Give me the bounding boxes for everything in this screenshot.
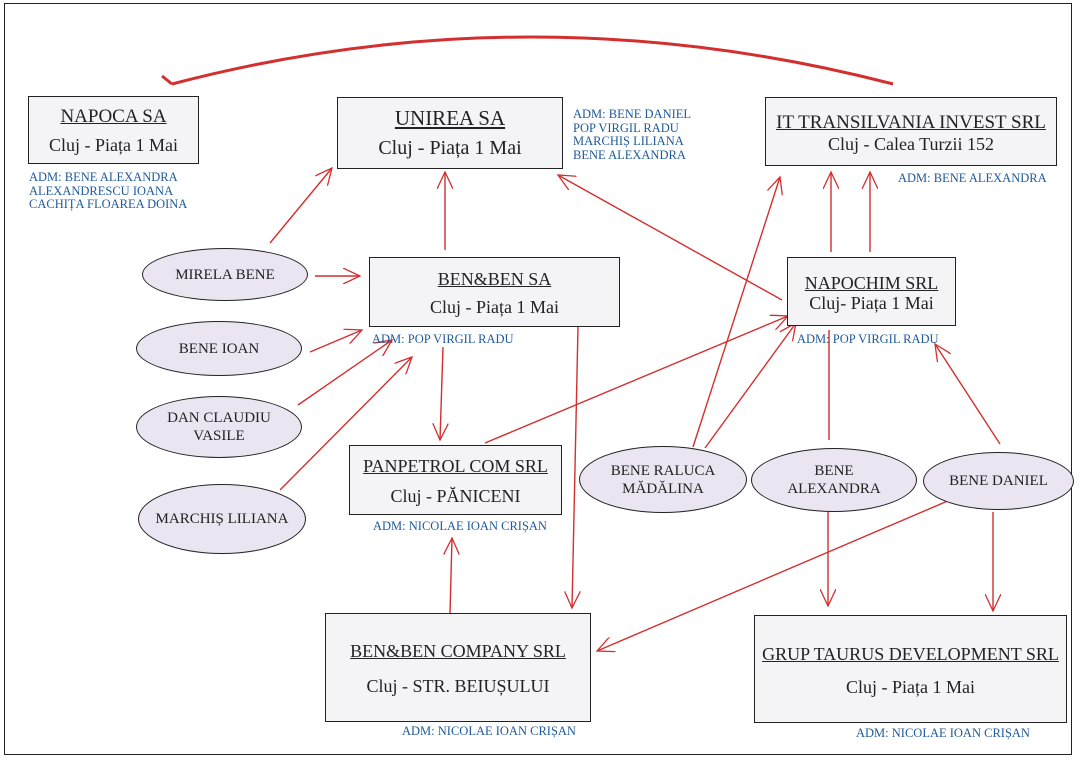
company-name: NAPOCHIM SRL — [804, 273, 939, 293]
arrow-panpetrol-napochim — [484, 316, 788, 444]
person-name-line: DAN CLAUDIU — [167, 410, 271, 426]
arrow-raluca-it — [692, 177, 780, 448]
person-name: BENE DANIEL — [949, 473, 1048, 489]
company-benben-sa: BEN&BEN SA Cluj - Piața 1 Mai — [369, 257, 620, 327]
company-unirea: UNIREA SA Cluj - Piața 1 Mai — [337, 97, 563, 169]
company-location: Cluj - Piața 1 Mai — [378, 137, 522, 159]
company-it-transilvania: IT TRANSILVANIA INVEST SRL Cluj - Calea … — [765, 97, 1057, 166]
adm-line: ADM: NICOLAE IOAN CRIȘAN — [373, 519, 547, 533]
arrow-daniel-company — [597, 496, 958, 651]
company-location: Cluj - Piața 1 Mai — [846, 677, 975, 697]
adm-line: ALEXANDRESCU IOANA — [29, 183, 174, 198]
company-location: Cluj- Piața 1 Mai — [809, 293, 934, 313]
arrow-raluca-napochim — [704, 323, 796, 449]
arc-napoca-it — [171, 35, 894, 86]
adm-line: POP VIRGIL RADU — [573, 120, 679, 135]
person-bene-daniel: BENE DANIEL — [923, 452, 1074, 510]
adm-line: MARCHIȘ LILIANA — [573, 134, 684, 148]
adm-benben-company: ADM: NICOLAE IOAN CRIȘAN — [402, 724, 576, 739]
adm-napoca: ADM: BENE ALEXANDRA ALEXANDRESCU IOANA C… — [29, 170, 188, 212]
company-location: Cluj - Piața 1 Mai — [49, 135, 178, 155]
adm-line: ADM: BENE ALEXANDRA — [29, 170, 178, 184]
adm-it-transilvania: ADM: BENE ALEXANDRA — [898, 171, 1047, 186]
company-name: IT TRANSILVANIA INVEST SRL — [776, 112, 1046, 133]
company-location: Cluj - STR. BEIUȘULUI — [366, 676, 550, 696]
person-name-line: ALEXANDRA — [787, 481, 881, 497]
adm-line: BENE ALEXANDRA — [573, 147, 686, 162]
company-grup-taurus: GRUP TAURUS DEVELOPMENT SRL Cluj - Piața… — [754, 615, 1067, 723]
arrow-marchis-benben — [279, 357, 412, 491]
company-name: GRUP TAURUS DEVELOPMENT SRL — [762, 644, 1059, 664]
adm-line: CACHIȚA FLOAREA DOINA — [29, 197, 188, 211]
adm-line: ADM: BENE DANIEL — [573, 107, 692, 121]
company-benben-company: BEN&BEN COMPANY SRL Cluj - STR. BEIUȘULU… — [325, 613, 591, 722]
person-marchis-liliana: MARCHIȘ LILIANA — [138, 484, 306, 554]
person-name-line: VASILE — [193, 428, 245, 444]
person-name-line: MĂDĂLINA — [622, 480, 704, 497]
company-napochim: NAPOCHIM SRL Cluj- Piața 1 Mai — [787, 257, 956, 326]
adm-benben-sa: ADM: POP VIRGIL RADU — [372, 332, 514, 347]
person-name: MARCHIȘ LILIANA — [155, 511, 289, 527]
arrow-benben-panpetrol — [440, 346, 443, 440]
company-name: UNIREA SA — [394, 106, 506, 130]
adm-panpetrol: ADM: NICOLAE IOAN CRIȘAN — [373, 519, 547, 534]
arrow-company-panpetrol — [450, 538, 452, 614]
person-bene-raluca-madalina: BENE RALUCA MĂDĂLINA — [579, 446, 747, 513]
arrow-mirela-unirea — [269, 168, 332, 244]
adm-line: ADM: BENE ALEXANDRA — [898, 171, 1047, 185]
adm-grup-taurus: ADM: NICOLAE IOAN CRIȘAN — [856, 726, 1030, 741]
arrow-napochim-unirea — [558, 175, 783, 301]
adm-line: ADM: NICOLAE IOAN CRIȘAN — [402, 724, 576, 738]
arrow-dan-benben — [297, 340, 392, 406]
person-name-line: BENE RALUCA — [610, 462, 716, 479]
adm-unirea: ADM: BENE DANIEL POP VIRGIL RADU MARCHIȘ… — [573, 107, 692, 162]
person-bene-alexandra: BENE ALEXANDRA — [751, 448, 917, 512]
arc-napoca-tick — [161, 74, 173, 86]
adm-line: ADM: POP VIRGIL RADU — [372, 332, 514, 346]
person-name: BENE IOAN — [178, 340, 260, 357]
diagram-frame — [4, 3, 1072, 755]
company-name: BEN&BEN COMPANY SRL — [350, 641, 566, 661]
person-mirela-bene: MIRELA BENE — [142, 248, 308, 301]
company-name: BEN&BEN SA — [437, 269, 552, 289]
adm-napochim: ADM: POP VIRGIL RADU — [797, 332, 939, 347]
company-napoca: NAPOCA SA Cluj - Piața 1 Mai — [28, 96, 199, 164]
arrow-ioan-benben — [309, 330, 362, 353]
arrow-benben-company — [572, 326, 578, 608]
company-panpetrol: PANPETROL COM SRL Cluj - PĂNICENI — [349, 445, 562, 515]
person-dan-claudiu-vasile: DAN CLAUDIU VASILE — [136, 396, 302, 458]
company-location: Cluj - PĂNICENI — [390, 486, 521, 506]
adm-line: ADM: NICOLAE IOAN CRIȘAN — [856, 726, 1030, 740]
person-name-line: BENE — [814, 463, 854, 479]
arrow-daniel-napochim — [935, 344, 1001, 445]
person-bene-ioan: BENE IOAN — [136, 321, 302, 376]
company-location: Cluj - Calea Turzii 152 — [828, 134, 994, 154]
company-name: PANPETROL COM SRL — [363, 456, 548, 476]
company-name: NAPOCA SA — [60, 106, 167, 127]
company-location: Cluj - Piața 1 Mai — [430, 297, 559, 317]
adm-line: ADM: POP VIRGIL RADU — [797, 332, 939, 346]
person-name: MIRELA BENE — [175, 266, 275, 283]
